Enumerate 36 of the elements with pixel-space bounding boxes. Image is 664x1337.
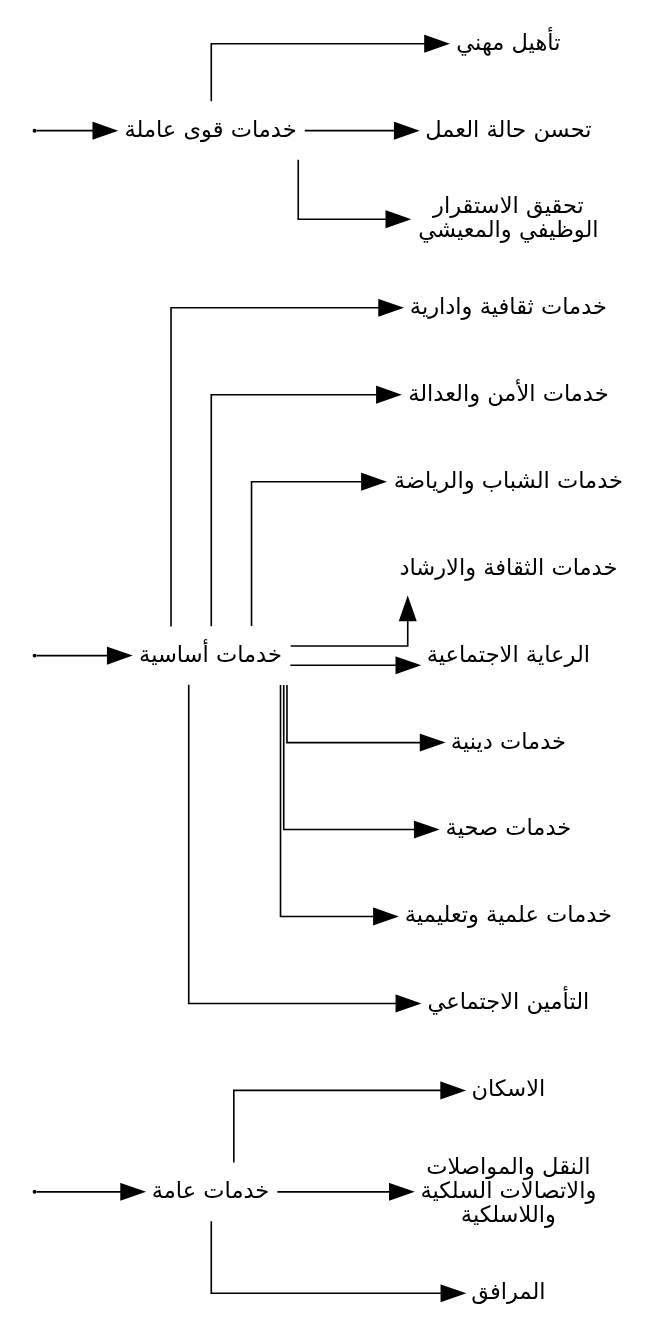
arrow bbox=[35, 646, 133, 665]
node-text: خدمات عامة bbox=[151, 1176, 269, 1203]
arrow bbox=[303, 121, 420, 140]
node-text: تحقيق الاستقرار الوظيفي والمعيشي bbox=[417, 192, 599, 243]
arrow bbox=[35, 121, 118, 140]
arrow bbox=[285, 684, 446, 752]
node-text: الرعاية الاجتماعية bbox=[426, 640, 590, 667]
arrow bbox=[35, 1182, 146, 1201]
arrow bbox=[250, 472, 387, 627]
arrow bbox=[282, 684, 440, 839]
arrow bbox=[232, 1081, 466, 1164]
node-text: خدمات الأمن والعدالة bbox=[407, 379, 609, 406]
arrow bbox=[209, 1220, 466, 1303]
arrow bbox=[209, 385, 402, 627]
node-text: الاسكان bbox=[470, 1075, 545, 1102]
node-text: خدمات علمية وتعليمية bbox=[404, 901, 612, 928]
node-text: تأهيل مهني bbox=[455, 28, 560, 55]
arrow bbox=[209, 34, 450, 103]
node-text: المرافق bbox=[470, 1278, 546, 1305]
node-text: خدمات دينية bbox=[450, 727, 566, 754]
arrow bbox=[289, 595, 417, 647]
node-text: خدمات الثقافة والارشاد bbox=[398, 553, 617, 580]
arrow bbox=[279, 684, 399, 926]
arrow bbox=[289, 656, 421, 675]
node-text: خدمات الشباب والرياضة bbox=[393, 466, 623, 493]
arrow bbox=[276, 1182, 415, 1201]
node-text: تحسن حالة العمل bbox=[424, 115, 591, 142]
node-text: خدمات ثقافية وادارية bbox=[409, 292, 607, 319]
arrow bbox=[296, 158, 411, 229]
node-text: النقل والمواصلات والاتصالات السلكية واللاسلكية bbox=[419, 1152, 596, 1227]
node-text: التأمين الاجتماعي bbox=[426, 988, 589, 1015]
node-text: خدمات أساسية bbox=[138, 640, 282, 667]
node-text: خدمات قوى عاملة bbox=[123, 115, 297, 142]
arrow bbox=[187, 683, 421, 1013]
node-text: خدمات صحية bbox=[445, 814, 571, 841]
arrow bbox=[169, 298, 404, 628]
